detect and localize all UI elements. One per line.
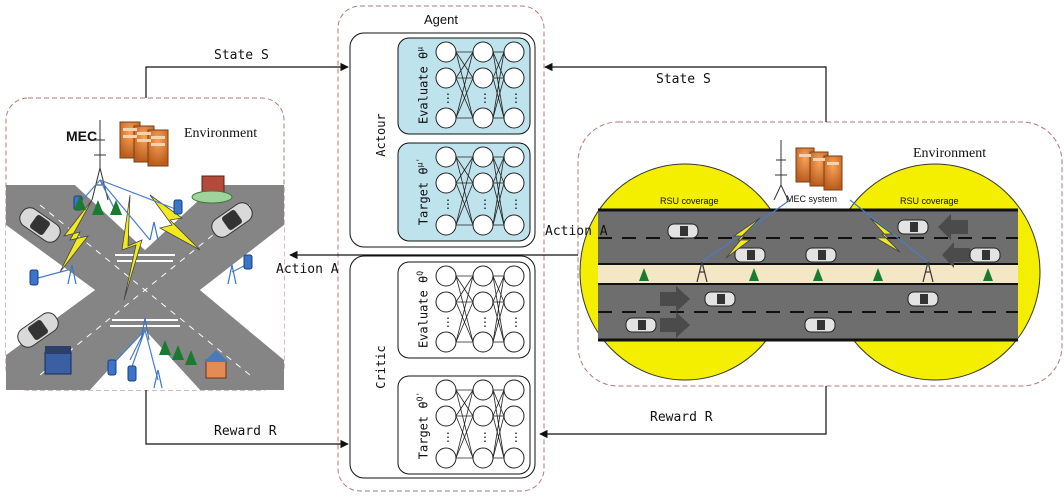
critic-target-node	[436, 380, 456, 400]
critic-evaluate-node	[473, 266, 493, 286]
critic-evaluate-ellipsis: ⋮	[479, 315, 491, 329]
critic-target-ellipsis: ⋮	[510, 430, 522, 444]
actor-target-ellipsis: ⋮	[442, 197, 454, 211]
critic-target-node	[436, 406, 456, 426]
actor-evaluate-node	[504, 68, 524, 88]
critic-evaluate-node	[504, 292, 524, 312]
critic-target-label: Target θQ'	[416, 381, 431, 471]
actor-evaluate-ellipsis: ⋮	[510, 91, 522, 105]
critic-target-ellipsis: ⋮	[479, 430, 491, 444]
critic-target-ellipsis: ⋮	[442, 430, 454, 444]
actor-target-node	[436, 215, 456, 235]
critic-evaluate-node	[504, 332, 524, 352]
rsu-coverage-left-label: RSU coverage	[660, 196, 719, 206]
critic-evaluate-node	[436, 266, 456, 286]
actor-evaluate-node	[473, 68, 493, 88]
right-mec-servers	[796, 148, 842, 190]
critic-evaluate-node	[436, 332, 456, 352]
reward-r-left: Reward R	[214, 424, 277, 439]
critic-target-node	[473, 406, 493, 426]
actor-evaluate-node	[504, 108, 524, 128]
critic-target-node	[504, 380, 524, 400]
critic-evaluate-node	[473, 292, 493, 312]
actor-evaluate-node	[473, 42, 493, 62]
actor-evaluate-ellipsis: ⋮	[442, 91, 454, 105]
rsu-coverage-right-label: RSU coverage	[900, 196, 959, 206]
critic-evaluate-node	[473, 332, 493, 352]
left-mec-servers	[120, 122, 168, 166]
critic-evaluate-label: Evaluate θQ	[416, 265, 431, 355]
actor-evaluate-node	[436, 42, 456, 62]
action-a-right: Action A	[545, 224, 608, 239]
actor-target-node	[473, 173, 493, 193]
actor-target-ellipsis: ⋮	[510, 197, 522, 211]
critic-target-node	[473, 380, 493, 400]
actor-evaluate-node	[473, 108, 493, 128]
critic-target-node	[436, 448, 456, 468]
right-mec-tower	[774, 140, 788, 200]
critic-target-node	[504, 448, 524, 468]
state-s-right: State S	[656, 72, 711, 87]
state-s-left: State S	[214, 48, 269, 63]
critic-target-node	[504, 406, 524, 426]
actor-label: Actour	[374, 110, 388, 160]
actor-evaluate-node	[436, 68, 456, 88]
mec-system-label: MEC system	[786, 194, 837, 204]
critic-evaluate-ellipsis: ⋮	[510, 315, 522, 329]
left-mec-label: MEC	[66, 128, 97, 144]
critic-label: Critic	[374, 342, 388, 392]
actor-target-label: Target θμ'	[416, 147, 431, 237]
critic-target-node	[473, 448, 493, 468]
actor-target-node	[504, 147, 524, 167]
critic-evaluate-node	[436, 292, 456, 312]
actor-target-node	[436, 147, 456, 167]
action-a-left: Action A	[276, 262, 339, 277]
critic-evaluate-node	[504, 266, 524, 286]
actor-target-node	[504, 215, 524, 235]
actor-target-node	[504, 173, 524, 193]
actor-evaluate-label: Evaluate θμ	[416, 41, 431, 131]
actor-target-node	[473, 147, 493, 167]
actor-target-node	[436, 173, 456, 193]
reward-r-right: Reward R	[650, 410, 713, 425]
left-environment-label: Environment	[184, 126, 257, 142]
actor-evaluate-node	[436, 108, 456, 128]
actor-evaluate-node	[504, 42, 524, 62]
actor-target-node	[473, 215, 493, 235]
right-environment-label: Environment	[913, 146, 986, 162]
actor-target-ellipsis: ⋮	[479, 197, 491, 211]
actor-evaluate-ellipsis: ⋮	[479, 91, 491, 105]
agent-title: Agent	[424, 12, 458, 27]
critic-evaluate-ellipsis: ⋮	[442, 315, 454, 329]
